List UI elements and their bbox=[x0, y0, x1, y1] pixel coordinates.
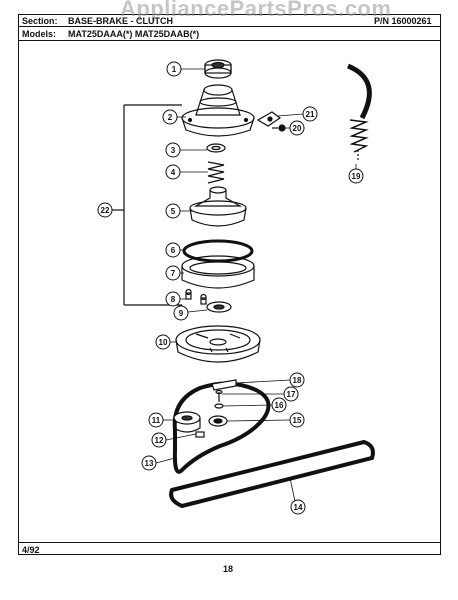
callout-20: 20 bbox=[289, 120, 305, 136]
part-17-bolt-drawing bbox=[215, 389, 223, 402]
callout-5-label: 5 bbox=[171, 207, 176, 216]
part-19-spring-drawing bbox=[346, 63, 372, 162]
part-11-motor-pulley-drawing bbox=[173, 411, 201, 433]
callout-22: 22 bbox=[97, 202, 113, 218]
part-3-ring-drawing bbox=[206, 143, 226, 153]
models-divider bbox=[18, 40, 441, 41]
footer-date: 4/92 bbox=[22, 545, 40, 555]
callout-14: 14 bbox=[290, 499, 306, 515]
callout-3: 3 bbox=[165, 142, 181, 158]
callout-5: 5 bbox=[165, 203, 181, 219]
callout-2: 2 bbox=[162, 109, 178, 125]
part-4-spring-drawing bbox=[207, 161, 225, 184]
part-5-cone-drawing bbox=[189, 186, 247, 227]
callout-1: 1 bbox=[166, 61, 182, 77]
callout-8: 8 bbox=[165, 291, 181, 307]
header-divider bbox=[18, 26, 441, 27]
page-number: 18 bbox=[223, 564, 234, 574]
section-value: BASE-BRAKE - CLUTCH bbox=[68, 16, 173, 26]
callout-3-label: 3 bbox=[171, 146, 176, 155]
callout-7-label: 7 bbox=[171, 269, 176, 278]
callout-17-label: 17 bbox=[287, 390, 296, 399]
part-12-set-screw-drawing bbox=[195, 431, 205, 438]
callout-16: 16 bbox=[271, 397, 287, 413]
callout-16-label: 16 bbox=[275, 401, 284, 410]
callout-13: 13 bbox=[141, 455, 157, 471]
callout-1-label: 1 bbox=[172, 65, 177, 74]
part-10-pulley-drawing bbox=[175, 325, 261, 363]
models-value: MAT25DAAA(*) MAT25DAAB(*) bbox=[68, 29, 200, 39]
callout-18-label: 18 bbox=[293, 376, 302, 385]
callout-17: 17 bbox=[283, 386, 299, 402]
callout-20-label: 20 bbox=[293, 124, 302, 133]
callout-12: 12 bbox=[151, 432, 167, 448]
callout-7: 7 bbox=[165, 265, 181, 281]
section-label: Section: bbox=[22, 16, 58, 26]
callout-4-label: 4 bbox=[171, 168, 176, 177]
part-13-belt-drawing bbox=[172, 381, 271, 474]
callout-6-label: 6 bbox=[171, 246, 176, 255]
callout-18: 18 bbox=[289, 372, 305, 388]
callout-22-label: 22 bbox=[101, 206, 110, 215]
callout-9: 9 bbox=[173, 305, 189, 321]
part-15-idler-drawing bbox=[208, 415, 228, 427]
callout-21: 21 bbox=[302, 106, 318, 122]
leader-lines bbox=[155, 68, 357, 507]
callout-19: 19 bbox=[348, 168, 364, 184]
part-16-washer-drawing bbox=[214, 403, 224, 409]
part-8-screws-drawing bbox=[185, 288, 207, 305]
callout-19-label: 19 bbox=[352, 172, 361, 181]
part-21-bracket-drawing bbox=[256, 111, 282, 127]
callout-11: 11 bbox=[148, 412, 164, 428]
callout-9-label: 9 bbox=[179, 309, 184, 318]
page-frame bbox=[18, 14, 441, 555]
part-number: P/N 16000261 bbox=[374, 16, 432, 26]
callout-13-label: 13 bbox=[145, 459, 154, 468]
callout-12-label: 12 bbox=[155, 436, 164, 445]
callout-14-label: 14 bbox=[294, 503, 303, 512]
callout-15-label: 15 bbox=[293, 416, 302, 425]
models-label: Models: bbox=[22, 29, 57, 39]
part-7-drum-drawing bbox=[181, 255, 255, 289]
part-6-oring-drawing bbox=[182, 239, 254, 263]
part-20-screw-drawing bbox=[272, 124, 286, 132]
callout-10: 10 bbox=[155, 334, 171, 350]
part-1-bearing-drawing bbox=[204, 59, 232, 79]
part-14-belt-drawing bbox=[169, 439, 375, 509]
callout-2-label: 2 bbox=[168, 113, 173, 122]
callout-10-label: 10 bbox=[159, 338, 168, 347]
callout-21-label: 21 bbox=[306, 110, 315, 119]
callouts: 1 2 3 4 5 6 7 8 9 10 11 12 13 14 15 16 1… bbox=[97, 61, 364, 515]
callout-11-label: 11 bbox=[152, 416, 161, 425]
part-18-arm-drawing bbox=[211, 379, 237, 391]
callout-4: 4 bbox=[165, 164, 181, 180]
part-2-housing-drawing bbox=[181, 84, 255, 137]
callout-15: 15 bbox=[289, 412, 305, 428]
callout-6: 6 bbox=[165, 242, 181, 258]
callout-8-label: 8 bbox=[171, 295, 176, 304]
footer-divider bbox=[18, 542, 441, 543]
watermark: AppliancePartsPros.com bbox=[120, 0, 392, 21]
part-9-washer-drawing bbox=[206, 301, 232, 313]
